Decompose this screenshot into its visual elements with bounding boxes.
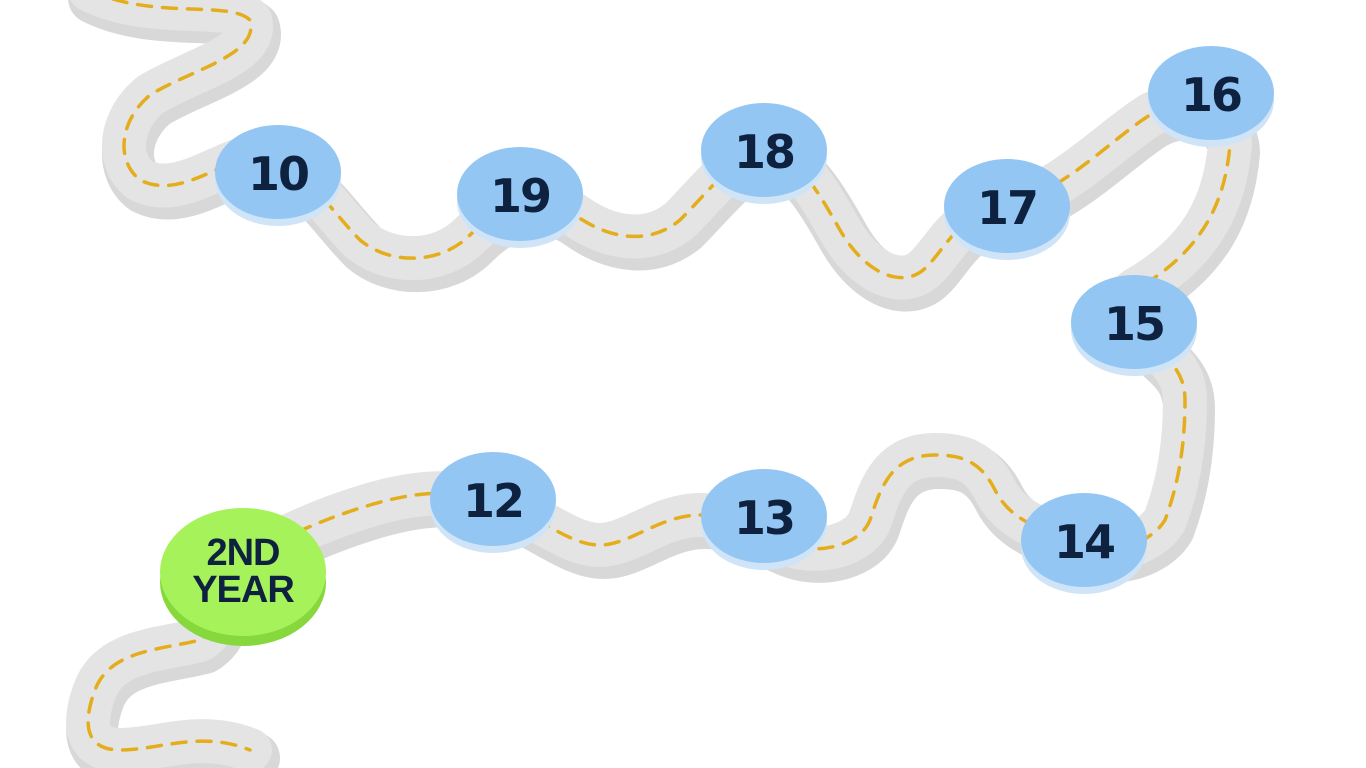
milestone-label: 12 [462, 474, 525, 528]
milestone-node-16: 16 [1148, 46, 1274, 140]
milestone-label: 14 [1053, 515, 1116, 569]
start-node-2nd-year: 2ND YEAR [160, 508, 326, 636]
milestone-label: 10 [247, 147, 310, 201]
start-node-label-line1: 2ND [206, 531, 280, 574]
road-center-dash [86, 0, 1232, 752]
milestone-node-14: 14 [1021, 493, 1147, 587]
milestone-label: 19 [489, 169, 552, 223]
milestone-label: 18 [733, 125, 796, 179]
milestone-label: 16 [1180, 68, 1243, 122]
milestone-node-13: 13 [701, 469, 827, 563]
milestone-label: 15 [1103, 297, 1166, 351]
milestone-node-18: 18 [701, 103, 827, 197]
road-surface [66, 0, 1252, 768]
road-path-group [66, 0, 1260, 768]
milestone-node-19: 19 [457, 147, 583, 241]
milestone-node-15: 15 [1071, 275, 1197, 369]
milestone-node-12: 12 [430, 452, 556, 546]
milestone-label: 17 [976, 181, 1039, 235]
milestone-label: 13 [733, 491, 796, 545]
milestone-node-10: 10 [215, 125, 341, 219]
milestone-node-17: 17 [944, 159, 1070, 253]
road-shadow [66, 0, 1260, 768]
start-node-label-line2: YEAR [192, 569, 295, 611]
